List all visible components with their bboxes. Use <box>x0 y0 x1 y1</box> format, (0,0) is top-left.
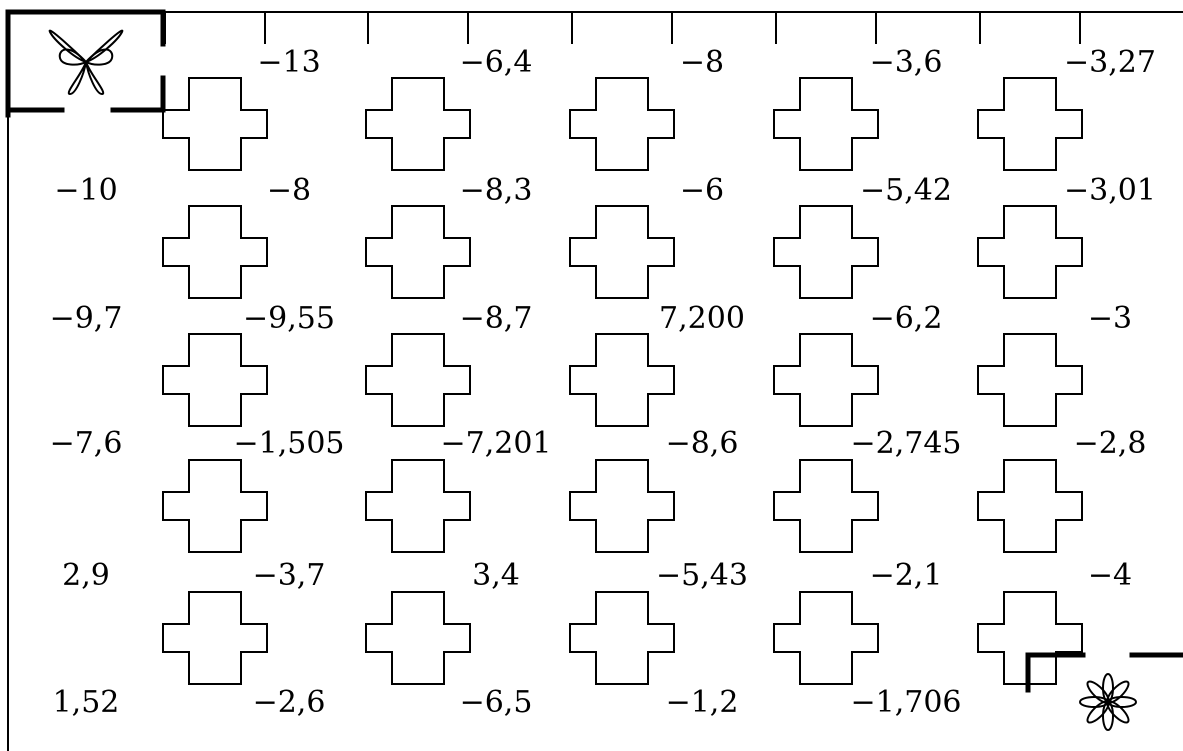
cell-value: 3,4 <box>472 558 520 593</box>
cell-value: −2,6 <box>253 685 326 720</box>
cell-value: −10 <box>54 173 117 208</box>
cell-value: −8,7 <box>460 301 533 336</box>
maze-block <box>977 591 1083 685</box>
cell-value: 1,52 <box>53 685 120 720</box>
cell-value: −1,505 <box>233 426 344 461</box>
butterfly-icon <box>48 29 124 96</box>
cell-value: −2,1 <box>870 558 943 593</box>
cell-value: −3,27 <box>1064 45 1156 80</box>
cell-value: −1,2 <box>666 685 739 720</box>
maze-block <box>773 591 879 685</box>
maze-block <box>773 77 879 171</box>
cell-value: −6,4 <box>460 45 533 80</box>
cell-value: −5,43 <box>656 558 748 593</box>
maze-block <box>773 459 879 553</box>
cell-value: 2,9 <box>62 558 110 593</box>
cell-value: −13 <box>257 45 320 80</box>
maze-block <box>569 459 675 553</box>
cell-value: −7,6 <box>50 426 123 461</box>
maze-block <box>977 333 1083 427</box>
cell-value: −5,42 <box>860 173 952 208</box>
maze-block <box>162 205 268 299</box>
maze-block <box>162 333 268 427</box>
maze-top-notch <box>367 12 469 44</box>
maze-block <box>569 77 675 171</box>
maze-block <box>569 591 675 685</box>
cell-value: −9,55 <box>243 301 335 336</box>
maze-block <box>569 333 675 427</box>
cell-value: −8,3 <box>460 173 533 208</box>
maze-block <box>365 333 471 427</box>
maze-walls <box>7 11 1183 751</box>
cell-value: −2,745 <box>850 426 961 461</box>
cell-value: −8,6 <box>666 426 739 461</box>
cell-value: −1,706 <box>850 685 961 720</box>
cell-value: −7,201 <box>440 426 551 461</box>
maze-block <box>773 333 879 427</box>
maze-top-notch <box>164 12 266 44</box>
maze-block <box>162 591 268 685</box>
maze-block <box>977 77 1083 171</box>
maze-block <box>773 205 879 299</box>
cell-value: −3,6 <box>870 45 943 80</box>
maze-block <box>365 591 471 685</box>
finish-cell-border <box>1025 652 1183 693</box>
flower-icon <box>1079 673 1137 731</box>
maze-block <box>977 205 1083 299</box>
cell-value: −4 <box>1088 558 1132 593</box>
cell-value: −3,01 <box>1064 173 1156 208</box>
maze-block <box>365 205 471 299</box>
cell-value: −8 <box>680 45 724 80</box>
maze-block <box>162 77 268 171</box>
cell-value: −9,7 <box>50 301 123 336</box>
maze-top-notch <box>775 12 877 44</box>
cell-value: −6,2 <box>870 301 943 336</box>
maze-block <box>162 459 268 553</box>
cell-value: −8 <box>267 173 311 208</box>
cell-value: −3,7 <box>253 558 326 593</box>
cell-value: −6,5 <box>460 685 533 720</box>
maze-block <box>365 459 471 553</box>
cell-value: 7,200 <box>659 301 745 336</box>
maze-block <box>365 77 471 171</box>
maze-top-notch <box>571 12 673 44</box>
start-cell-border <box>5 9 166 118</box>
maze-block <box>569 205 675 299</box>
cell-value: −2,8 <box>1074 426 1147 461</box>
maze-top-notch <box>979 12 1081 44</box>
cell-value: −3 <box>1088 301 1132 336</box>
cell-values: −13 −6,4 −8 −3,6 −3,27 −10 −8 −8,3 −6 −5,42 −3,01 −… <box>50 45 1156 720</box>
maze-block <box>977 459 1083 553</box>
cell-value: −6 <box>680 173 724 208</box>
